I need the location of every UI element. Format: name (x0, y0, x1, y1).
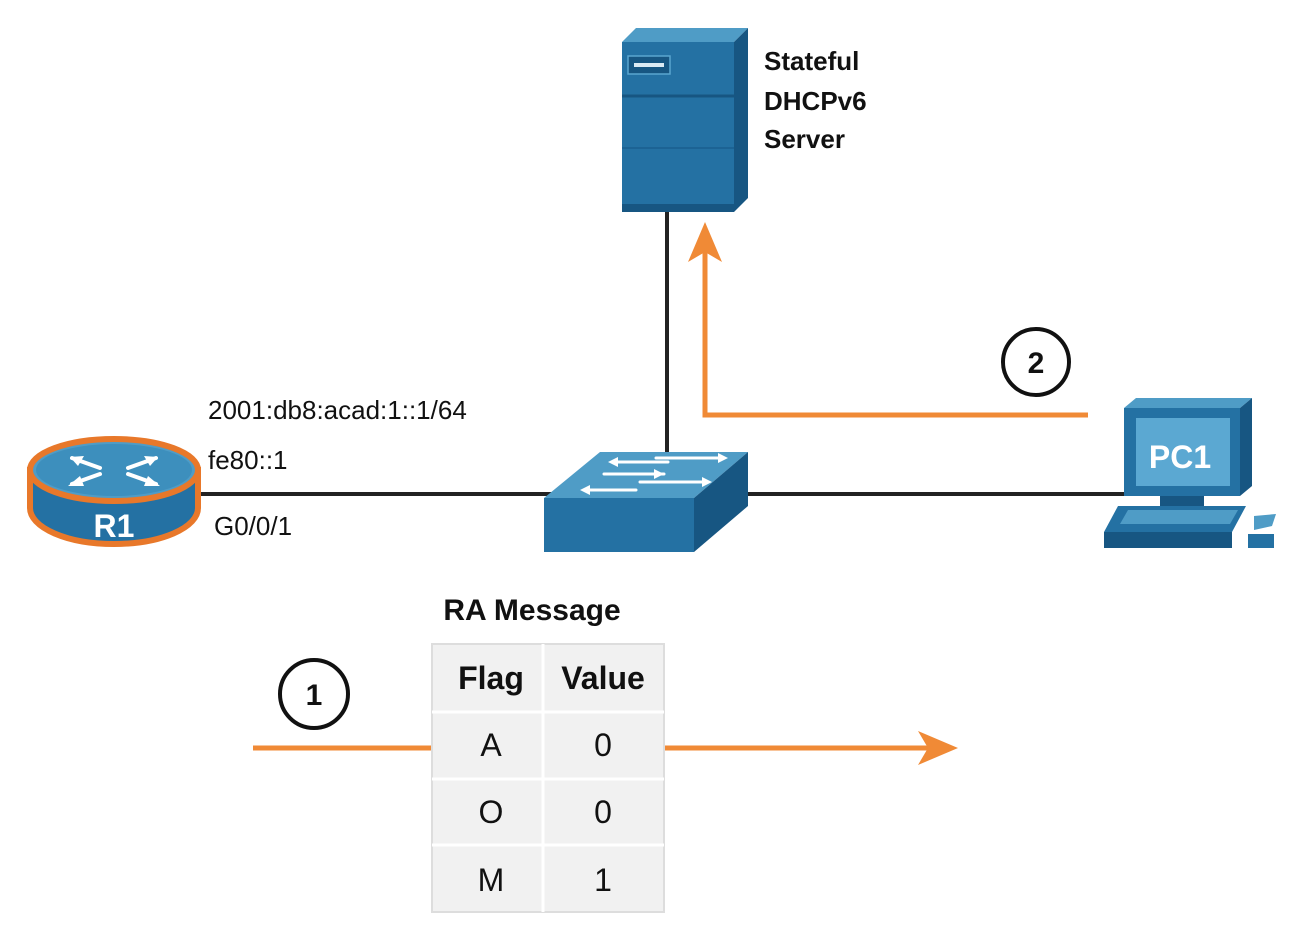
step-1-number: 1 (306, 679, 323, 712)
server-label-line2: DHCPv6 (764, 86, 867, 116)
ra-message-table: Flag Value A 0 O 0 M 1 (431, 643, 665, 913)
server-label-line3: Server (764, 124, 845, 154)
step-1-badge: 1 (278, 658, 350, 730)
router-label: R1 (94, 508, 135, 544)
ra-message-title: RA Message (443, 594, 620, 627)
table-header-value: Value (561, 660, 645, 696)
table-header-flag: Flag (458, 660, 524, 696)
pc-icon (1104, 398, 1276, 548)
switch-icon (544, 452, 748, 552)
step-2-badge: 2 (1001, 327, 1071, 397)
pc-label: PC1 (1149, 439, 1211, 475)
router-icon (27, 436, 201, 547)
arrowhead-up (688, 222, 722, 262)
router-interface: G0/0/1 (214, 511, 292, 541)
table-cell-flag-o: O (479, 794, 504, 830)
step-2-number: 2 (1028, 347, 1045, 380)
table-cell-value-a: 0 (594, 727, 612, 763)
router-ipv6-address: 2001:db8:acad:1::1/64 (208, 395, 467, 425)
table-cell-flag-a: A (480, 727, 502, 763)
server-label-line1: Stateful (764, 46, 859, 76)
table-cell-value-m: 1 (594, 862, 612, 898)
table-cell-flag-m: M (478, 862, 505, 898)
flow-arrow-pc-to-server (702, 240, 1088, 418)
table-cell-value-o: 0 (594, 794, 612, 830)
arrowhead-right (918, 731, 958, 765)
server-icon (622, 28, 748, 212)
router-link-local: fe80::1 (208, 445, 288, 475)
